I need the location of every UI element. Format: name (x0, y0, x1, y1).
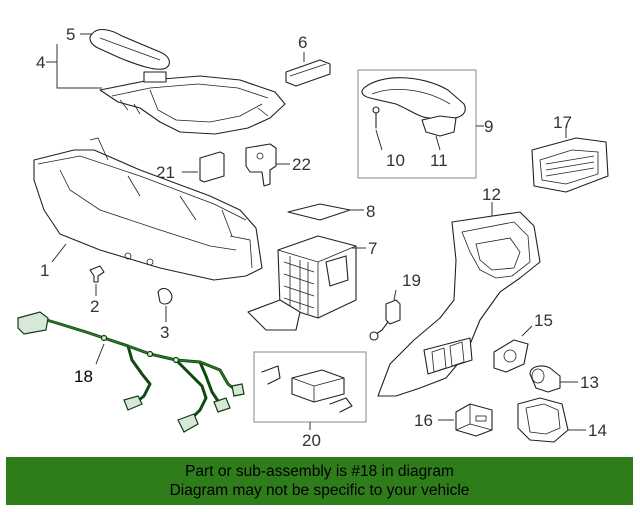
banner-line-2: Diagram may not be specific to your vehi… (169, 482, 470, 499)
callout-8: 8 (366, 202, 375, 221)
callout-11: 11 (430, 151, 448, 170)
callout-20: 20 (302, 431, 321, 450)
part-3-cap (157, 287, 173, 305)
callout-10: 10 (386, 151, 405, 170)
callout-4: 4 (36, 53, 45, 72)
part-13-power-outlet (529, 365, 561, 393)
callout-18: 18 (74, 367, 93, 386)
part-9-armrest-lid (361, 77, 466, 137)
callout-5: 5 (66, 25, 75, 44)
callout-13: 13 (580, 373, 599, 392)
part-21-module (199, 151, 225, 183)
part-5-lid-pad (89, 28, 170, 70)
part-22-bracket (245, 143, 277, 187)
inset-box-9 (357, 69, 477, 179)
part-18-wiring-harness (17, 311, 245, 433)
callout-22: 22 (292, 155, 311, 174)
part-6-small-pad (285, 59, 331, 87)
callout-12: 12 (482, 185, 501, 204)
part-17-rear-vent (531, 137, 609, 193)
callout-19: 19 (402, 271, 421, 290)
info-banner: Part or sub-assembly is #18 in diagram D… (6, 457, 633, 505)
part-20-module-kit (261, 365, 353, 413)
callout-16: 16 (414, 411, 433, 430)
part-7-storage-bin (247, 235, 357, 331)
part-14-bezel (517, 397, 569, 443)
part-1-console-body (33, 137, 263, 281)
callout-6: 6 (298, 33, 307, 52)
part-10-screw (372, 106, 380, 129)
part-12-rear-panel (377, 211, 541, 397)
banner-line-1: Part or sub-assembly is #18 in diagram (185, 463, 454, 480)
callout-2: 2 (90, 297, 99, 316)
callout-3: 3 (160, 323, 169, 342)
callout-7: 7 (368, 239, 377, 258)
part-19-sensor (369, 299, 401, 341)
callout-15: 15 (534, 311, 553, 330)
callout-9: 9 (484, 117, 493, 136)
callout-14: 14 (588, 421, 607, 440)
callout-17: 17 (553, 113, 572, 132)
part-2-clip (89, 265, 105, 283)
callout-1: 1 (40, 261, 49, 280)
part-15-switch (493, 339, 529, 373)
part-16-usb-port (455, 403, 493, 437)
part-4-upper-trim (99, 71, 286, 135)
part-8-mat (287, 203, 351, 221)
exploded-parts-diagram: 5 4 6 10 11 9 17 2 1 (17, 25, 609, 450)
